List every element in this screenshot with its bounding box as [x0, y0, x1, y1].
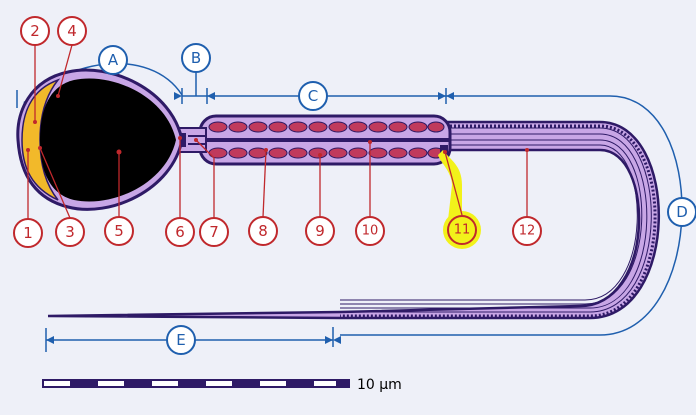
label-d: D: [667, 197, 696, 227]
label-2: 2: [20, 16, 50, 46]
label-11: 11: [447, 215, 477, 245]
svg-text:4: 4: [67, 22, 77, 40]
svg-text:11: 11: [454, 223, 471, 238]
nucleus: [40, 78, 176, 202]
label-7: 7: [199, 217, 229, 247]
label-10: 10: [355, 216, 385, 246]
svg-text:10: 10: [362, 224, 379, 239]
sperm-head: [16, 68, 184, 211]
svg-text:12: 12: [519, 224, 536, 239]
label-e: E: [166, 325, 196, 355]
label-3: 3: [55, 217, 85, 247]
svg-text:E: E: [176, 331, 185, 349]
mitochondria-row-bottom: [208, 147, 445, 159]
label-c: C: [298, 81, 328, 111]
svg-text:7: 7: [209, 223, 219, 241]
label-a: A: [98, 45, 128, 75]
label-6: 6: [165, 217, 195, 247]
label-4: 4: [57, 16, 87, 46]
svg-text:A: A: [108, 51, 119, 69]
svg-text:D: D: [676, 203, 688, 221]
scale-bar: 10 µm: [42, 377, 402, 393]
label-8: 8: [248, 216, 278, 246]
svg-text:B: B: [191, 49, 201, 67]
scale-bar-label: 10 µm: [357, 377, 402, 393]
label-9: 9: [305, 216, 335, 246]
label-5: 5: [104, 216, 134, 246]
svg-text:2: 2: [30, 22, 40, 40]
label-b: B: [181, 43, 211, 73]
leader-dots: [26, 94, 529, 157]
svg-text:6: 6: [175, 223, 185, 241]
number-labels: 1 2 3 4 5 6 7 8 9 10 11 12: [13, 16, 542, 248]
svg-text:5: 5: [114, 222, 124, 240]
midpiece: [198, 114, 452, 166]
svg-text:3: 3: [65, 223, 75, 241]
mitochondria-row-top: [208, 121, 445, 133]
label-12: 12: [512, 216, 542, 246]
svg-text:1: 1: [23, 224, 33, 242]
letter-labels: A B C D E: [98, 43, 696, 355]
annulus: [440, 145, 448, 155]
leader-lines: [27, 44, 528, 219]
label-1: 1: [13, 218, 43, 248]
svg-text:8: 8: [258, 222, 268, 240]
svg-text:9: 9: [315, 222, 325, 240]
flagellum: [47, 120, 660, 320]
svg-text:C: C: [308, 87, 318, 105]
